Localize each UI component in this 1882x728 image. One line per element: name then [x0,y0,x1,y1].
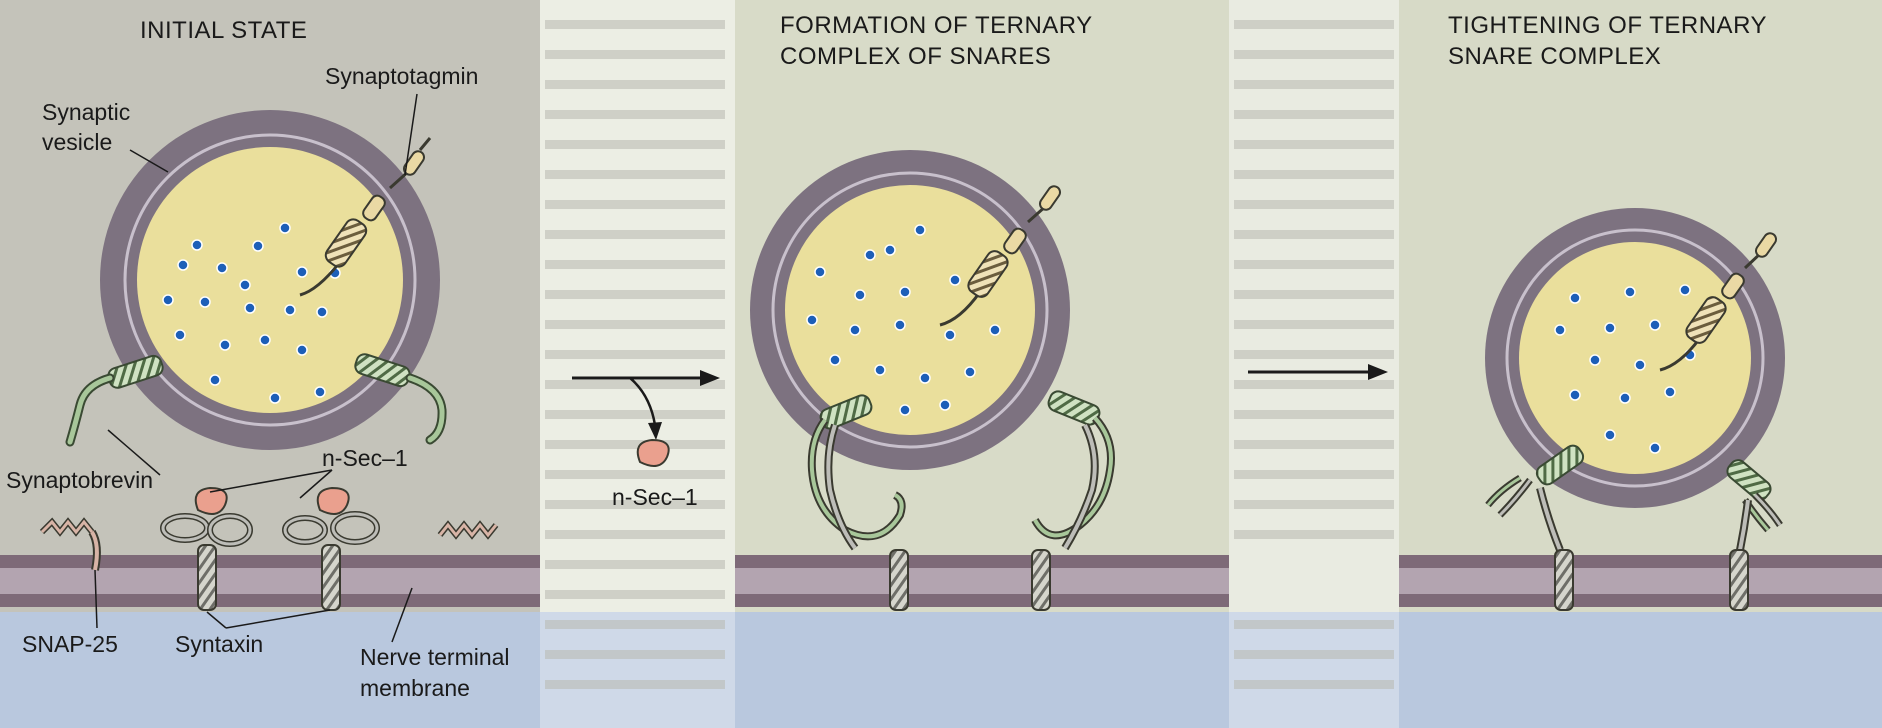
nerve-terminal-membrane [0,555,1882,607]
label-synaptic-vesicle-line1: Synaptic [42,99,130,125]
svg-text:FORMATION OF TERNARY: FORMATION OF TERNARY [780,12,1093,39]
label-synaptotagmin: Synaptotagmin [325,63,478,89]
svg-text:TIGHTENING OF TERNARY: TIGHTENING OF TERNARY [1448,12,1767,39]
svg-text:COMPLEX OF SNARES: COMPLEX OF SNARES [780,43,1051,70]
n-sec-1-protein-right [318,488,349,514]
label-syntaxin: Syntaxin [175,631,263,657]
label-snap-25: SNAP-25 [22,631,118,657]
label-synaptobrevin: Synaptobrevin [6,467,153,493]
label-nerve-terminal-membrane-line2: membrane [360,675,470,701]
label-n-sec-1-released: n-Sec–1 [612,484,698,510]
label-n-sec-1-top: n-Sec–1 [322,445,408,471]
n-sec-1-released [638,440,669,466]
svg-text:INITIAL STATE: INITIAL STATE [140,17,307,44]
panel-title-1: INITIAL STATE [140,17,307,44]
label-nerve-terminal-membrane-line1: Nerve terminal [360,644,510,670]
label-synaptic-vesicle-line2: vesicle [42,129,112,155]
svg-text:SNARE COMPLEX: SNARE COMPLEX [1448,43,1661,70]
synaptic-vesicle-2 [750,150,1070,470]
